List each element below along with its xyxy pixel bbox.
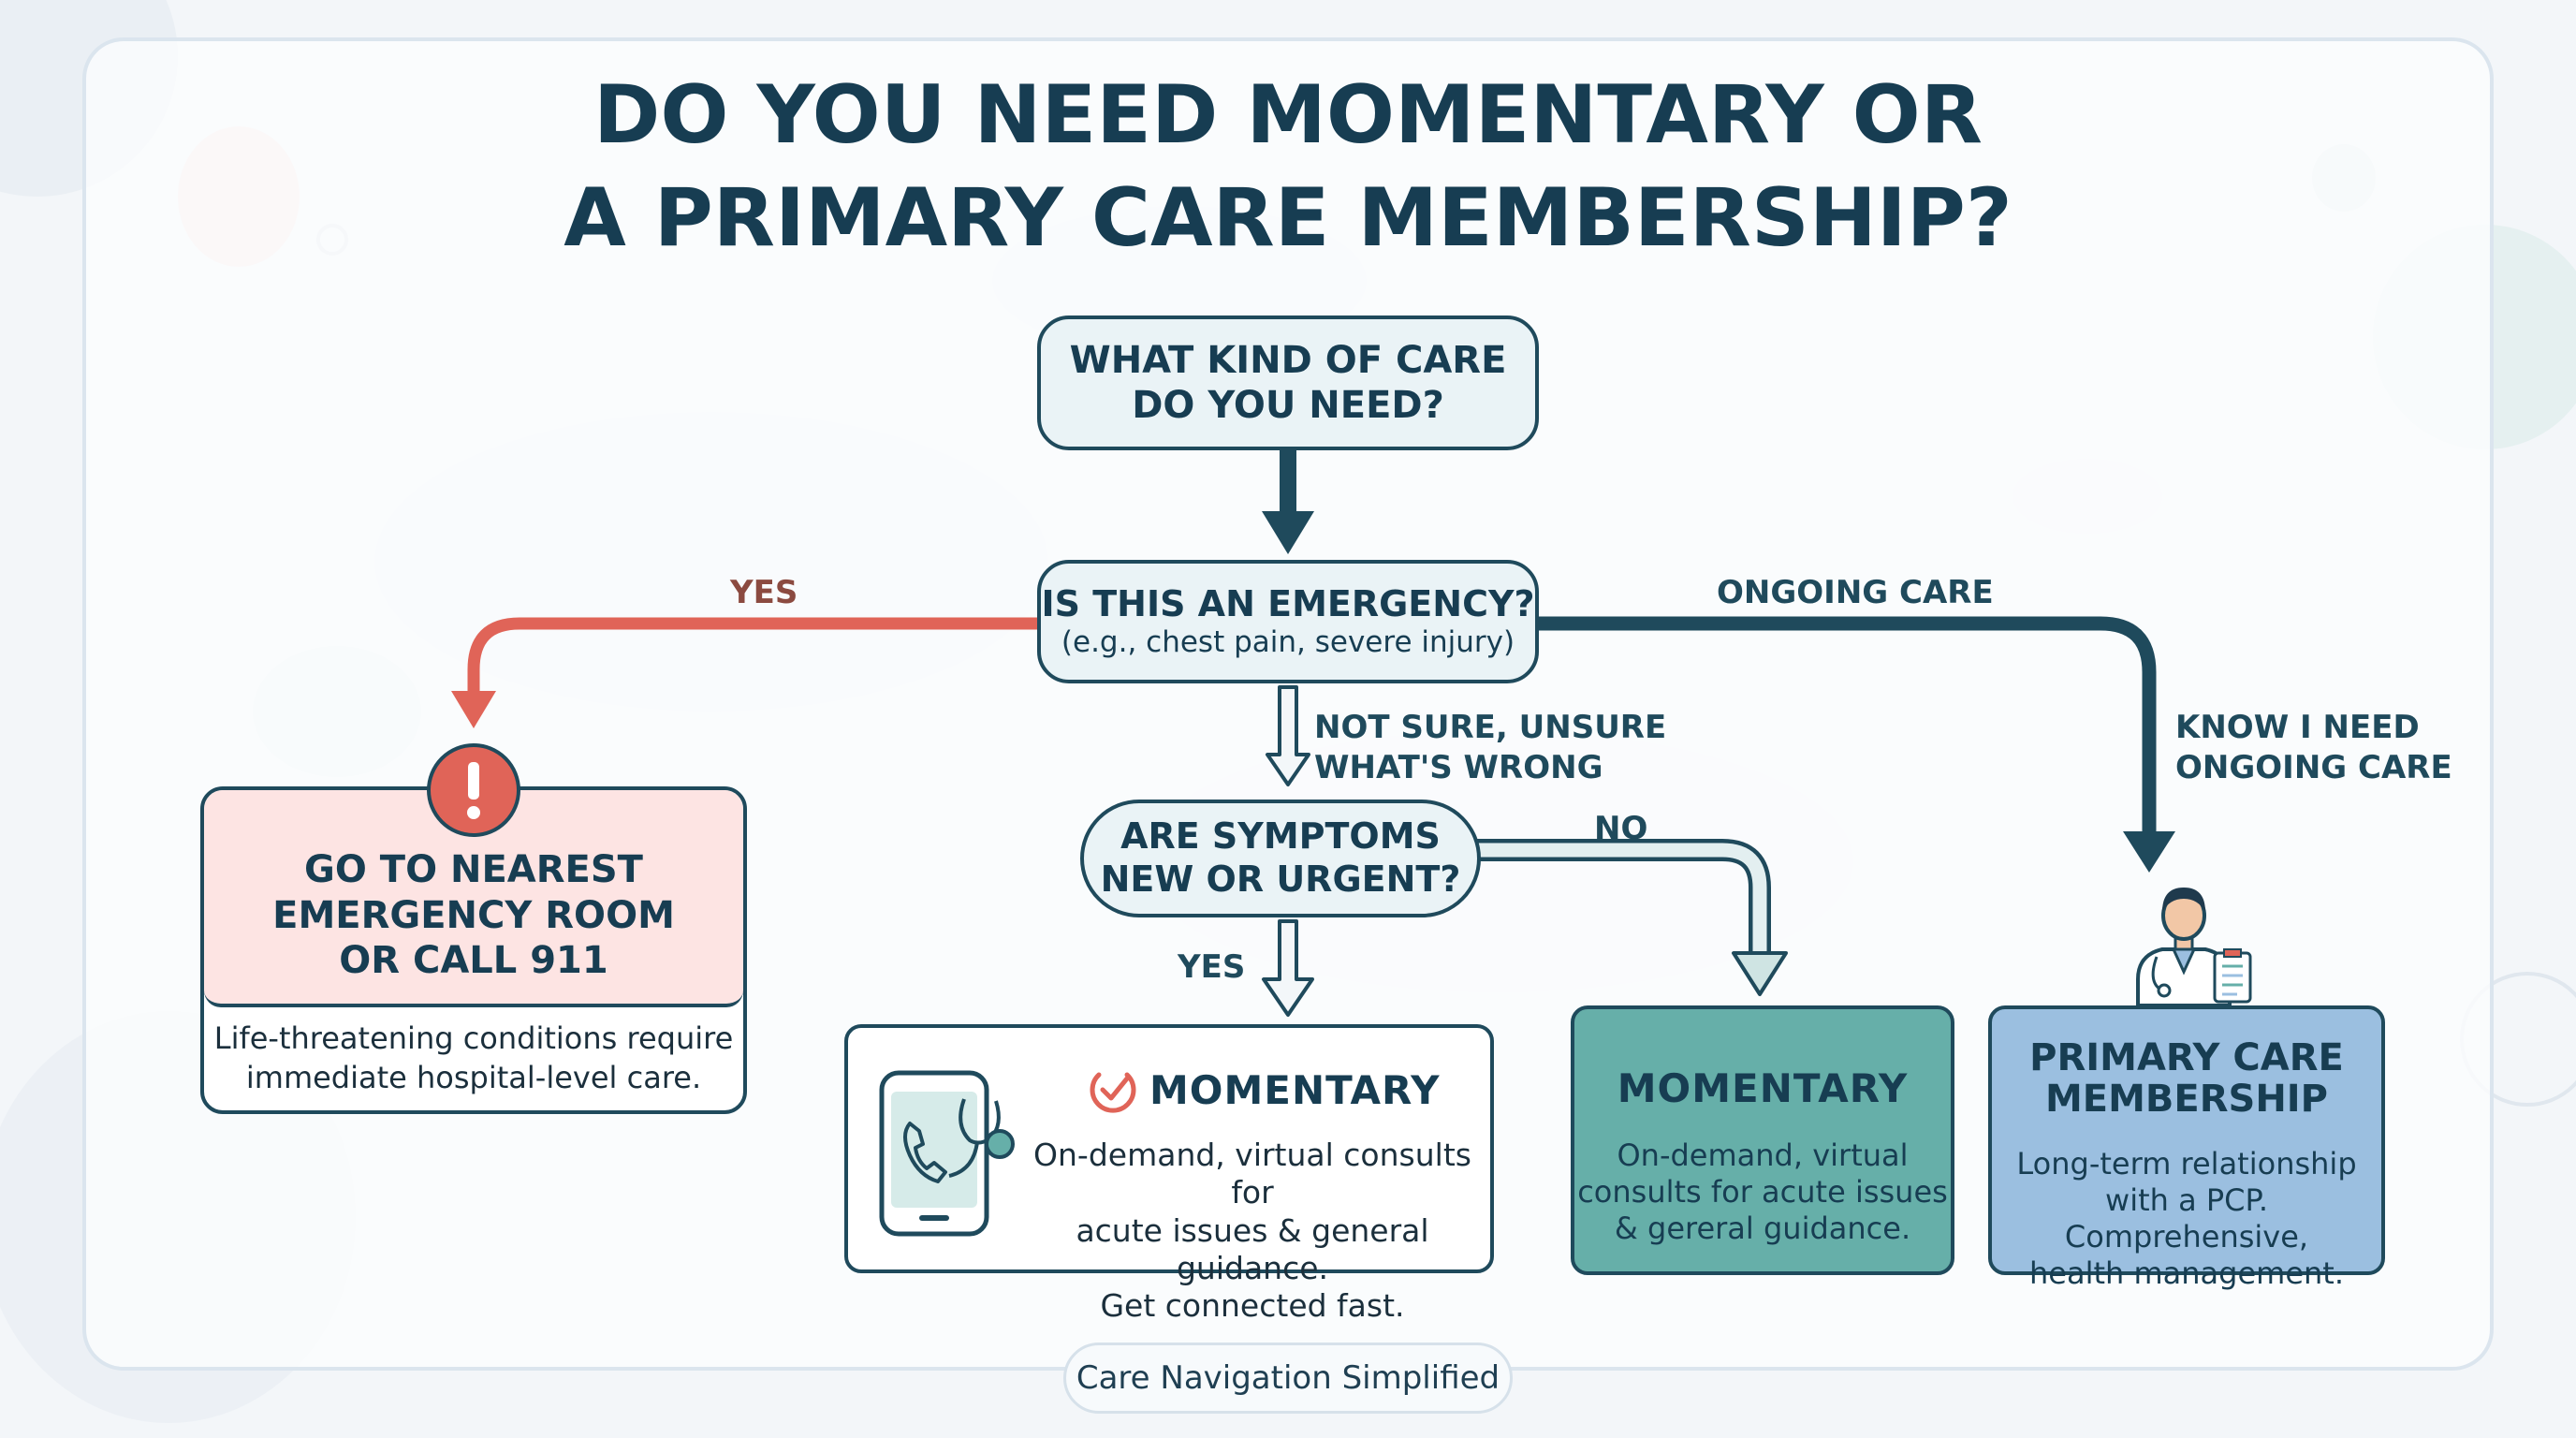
- label-no: NO: [1594, 810, 1648, 847]
- footer-tagline: Care Navigation Simplified: [1063, 1343, 1513, 1414]
- arrow-yes-to-momentary: [1262, 919, 1314, 1017]
- arrow-start-to-emergency: [1280, 448, 1296, 513]
- page-title-line-1: DO YOU NEED MOMENTARY OR: [593, 68, 1983, 162]
- arrowhead-momentary-general: [1732, 951, 1788, 996]
- node-what-kind-line-1: WHAT KIND OF CARE: [1069, 339, 1507, 382]
- er-line-3: OR CALL 911: [339, 939, 608, 983]
- er-line-2: EMERGENCY ROOM: [272, 893, 675, 937]
- label-yes-emergency: YES: [730, 574, 798, 611]
- primary-care-line-1: PRIMARY CARE: [2029, 1036, 2344, 1079]
- momentary-urgent-desc-2: acute issues & general guidance.: [1076, 1211, 1429, 1286]
- momentary-urgent-desc-1: On-demand, virtual consults for: [1033, 1137, 1471, 1211]
- momentary-general-desc-1: On-demand, virtual: [1617, 1137, 1909, 1173]
- primary-care-desc-3: health management.: [2029, 1255, 2344, 1292]
- doctor-icon: [2136, 888, 2252, 1005]
- label-not-sure-line-2: WHAT'S WRONG: [1314, 748, 1603, 786]
- arrow-not-sure-to-symptoms: [1266, 685, 1310, 786]
- node-symptoms-line-2: NEW OR URGENT?: [1100, 858, 1461, 900]
- node-emergency-subtitle: (e.g., chest pain, severe injury): [1061, 625, 1515, 660]
- label-know-line-2: ONGOING CARE: [2175, 748, 2452, 786]
- label-not-sure: NOT SURE, UNSURE WHAT'S WRONG: [1314, 708, 1666, 787]
- phone-stethoscope-icon: [879, 1070, 1015, 1237]
- label-not-sure-line-1: NOT SURE, UNSURE: [1314, 709, 1667, 746]
- momentary-general-desc-3: & gereral guidance.: [1614, 1211, 1911, 1247]
- label-yes-symptoms: YES: [1178, 948, 1246, 986]
- arrowhead-er: [451, 691, 496, 728]
- primary-care-desc-1: Long-term relationship: [2016, 1146, 2357, 1181]
- node-what-kind-of-care: WHAT KIND OF CARE DO YOU NEED?: [1037, 315, 1539, 450]
- alert-icon: [427, 743, 520, 837]
- momentary-logo-icon: [1090, 1072, 1136, 1113]
- er-description: Life-threatening conditions require imme…: [214, 1007, 734, 1110]
- node-emergency-title: IS THIS AN EMERGENCY?: [1041, 582, 1535, 624]
- node-what-kind-line-2: DO YOU NEED?: [1132, 384, 1444, 427]
- page-title-line-2: A PRIMARY CARE MEMBERSHIP?: [564, 171, 2012, 265]
- arrow-yes-to-er: [467, 617, 1041, 693]
- primary-care-description: Long-term relationship with a PCP. Compr…: [1992, 1146, 2381, 1292]
- primary-care-line-2: MEMBERSHIP: [2044, 1078, 2328, 1121]
- momentary-urgent-description: On-demand, virtual consults for acute is…: [1028, 1137, 1477, 1325]
- momentary-general-description: On-demand, virtual consults for acute is…: [1577, 1137, 1948, 1247]
- label-ongoing-care: ONGOING CARE: [1717, 574, 1994, 611]
- node-symptoms-urgent: ARE SYMPTOMS NEW OR URGENT?: [1080, 800, 1481, 917]
- momentary-general-desc-2: consults for acute issues: [1577, 1174, 1948, 1211]
- primary-care-card: PRIMARY CARE MEMBERSHIP Long-term relati…: [1988, 1005, 2385, 1291]
- node-is-emergency: IS THIS AN EMERGENCY? (e.g., chest pain,…: [1037, 560, 1539, 683]
- label-know-line-1: KNOW I NEED: [2175, 709, 2420, 746]
- label-know-ongoing: KNOW I NEED ONGOING CARE: [2175, 708, 2452, 787]
- momentary-urgent-brand: MOMENTARY: [1149, 1067, 1441, 1113]
- arrow-no-to-momentary-general: [1477, 839, 1771, 955]
- primary-care-heading: PRIMARY CARE MEMBERSHIP: [2029, 1037, 2344, 1120]
- momentary-general-brand: MOMENTARY: [1617, 1065, 1909, 1111]
- momentary-general-card: MOMENTARY On-demand, virtual consults fo…: [1571, 1005, 1954, 1275]
- node-symptoms-line-1: ARE SYMPTOMS: [1120, 815, 1441, 858]
- er-line-1: GO TO NEAREST: [304, 847, 643, 891]
- arrowhead-emergency: [1262, 511, 1314, 554]
- arrowhead-primary: [2123, 831, 2175, 873]
- momentary-urgent-desc-3: Get connected fast.: [1100, 1287, 1405, 1324]
- arrow-ongoing-to-primary: [1535, 616, 2157, 833]
- er-desc-line-2: immediate hospital-level care.: [245, 1060, 702, 1095]
- er-desc-line-1: Life-threatening conditions require: [213, 1020, 734, 1057]
- primary-care-desc-2: with a PCP. Comprehensive,: [2064, 1182, 2309, 1255]
